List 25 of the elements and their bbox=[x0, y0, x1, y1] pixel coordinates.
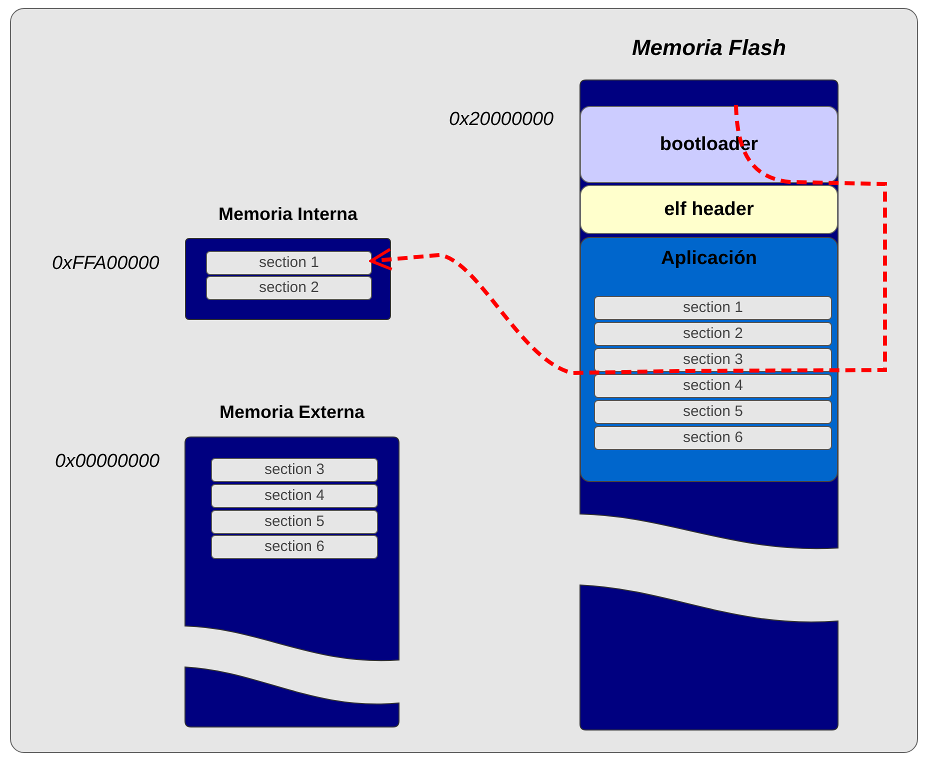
region-label: bootloader bbox=[660, 134, 758, 156]
address-label: 0x00000000 bbox=[55, 451, 160, 473]
block-heading: Memoria Flash bbox=[632, 35, 786, 61]
block-heading: Memoria Interna bbox=[218, 204, 358, 225]
address-label: 0x20000000 bbox=[449, 109, 554, 131]
arrow bbox=[370, 104, 887, 375]
application-region bbox=[580, 237, 838, 482]
address-label: 0xFFA00000 bbox=[52, 253, 160, 275]
section-bar: section 5 bbox=[594, 400, 832, 424]
section-bar: section 3 bbox=[211, 458, 378, 482]
section-bar: section 6 bbox=[211, 535, 378, 559]
section-bar: section 1 bbox=[206, 251, 372, 275]
region-heading: Aplicación bbox=[660, 248, 758, 270]
section-bar: section 3 bbox=[594, 348, 832, 372]
section-bar: section 2 bbox=[594, 322, 832, 346]
background-panel bbox=[10, 8, 918, 753]
section-bar: section 4 bbox=[211, 484, 378, 508]
section-bar: section 1 bbox=[594, 296, 832, 320]
block-heading: Memoria Externa bbox=[219, 402, 365, 423]
memory-region bbox=[580, 185, 838, 234]
section-bar: section 6 bbox=[594, 426, 832, 450]
section-bar: section 5 bbox=[211, 510, 378, 534]
section-bar: section 4 bbox=[594, 374, 832, 398]
region-label: elf header bbox=[664, 198, 754, 220]
section-bar: section 2 bbox=[206, 276, 372, 300]
